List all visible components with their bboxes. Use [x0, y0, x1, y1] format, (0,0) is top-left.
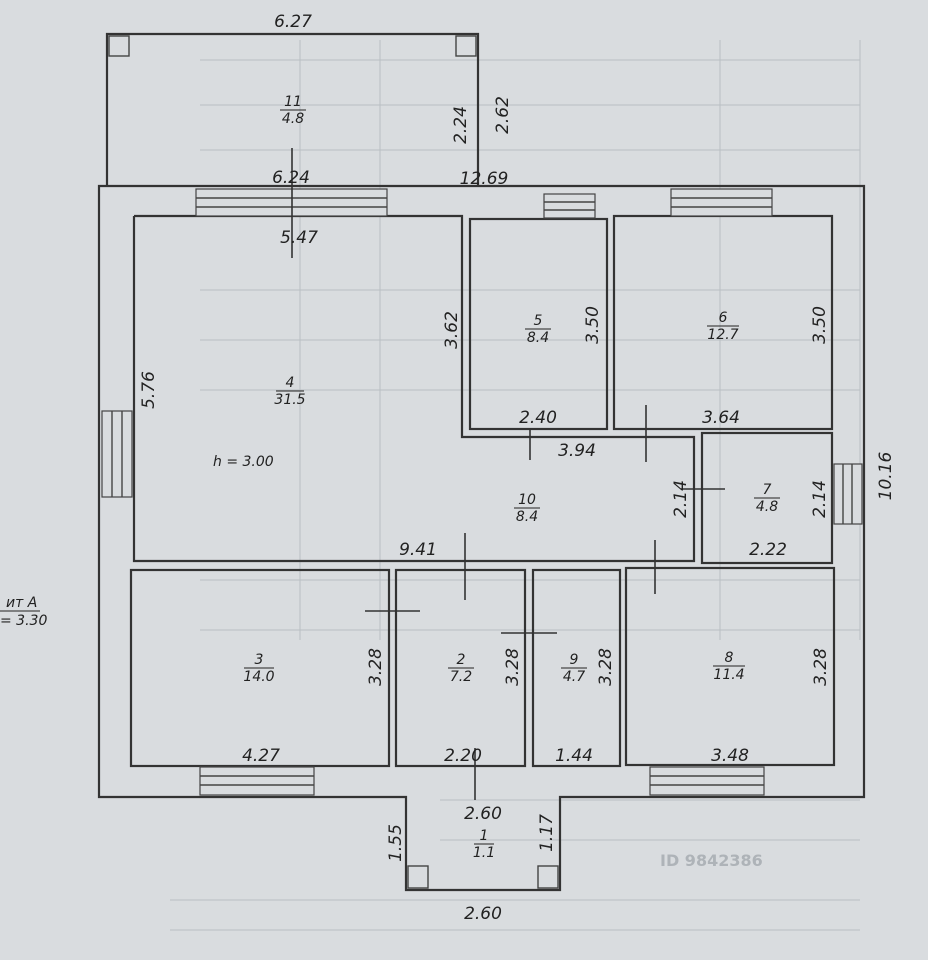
dim-room7-width: 2.22 — [749, 540, 787, 560]
dim-room4-depth: 5.76 — [139, 371, 159, 409]
dim-corridor-width: 3.94 — [558, 441, 596, 461]
svg-text:3: 3 — [255, 652, 264, 668]
dim-room7-height: 2.14 — [810, 480, 830, 518]
room-label-4: 4 31.5 — [274, 375, 305, 408]
room-label-6: 6 12.7 — [707, 310, 739, 343]
dim-top-porch-inner-depth: 2.24 — [451, 106, 471, 144]
room-4-and-corridor — [132, 214, 696, 563]
room-7-outline — [700, 431, 834, 565]
svg-text:8.4: 8.4 — [516, 509, 538, 525]
svg-text:12.7: 12.7 — [707, 327, 738, 343]
dim-corridor-height: 2.14 — [671, 480, 691, 518]
room-label-10: 10 8.4 — [514, 492, 540, 525]
svg-text:10: 10 — [518, 492, 536, 508]
dim-room3-depth: 3.28 — [366, 648, 386, 686]
dim-corridor-length: 9.41 — [399, 540, 437, 560]
dim-room4-width: 5.47 — [280, 228, 318, 248]
dim-top-porch-width: 6.27 — [274, 12, 312, 32]
dim-entry-width-bottom: 2.60 — [464, 904, 502, 924]
dim-entry-left: 1.55 — [386, 824, 406, 862]
window-top-right — [670, 188, 773, 217]
room-label-11: 11 4.8 — [280, 94, 306, 127]
dim-room8-width: 3.48 — [711, 746, 749, 766]
room-label-1: 1 1.1 — [473, 828, 495, 861]
room-label-2: 2 7.2 — [448, 652, 474, 685]
room-labels: 11 4.8 4 31.5 5 8.4 6 12.7 10 8.4 7 4.8 — [243, 94, 780, 861]
lit-height: = 3.30 — [0, 613, 47, 629]
dim-house-depth: 10.16 — [876, 451, 896, 500]
dim-room5-width: 2.40 — [519, 408, 557, 428]
window-top-middle — [543, 193, 596, 219]
svg-text:7.2: 7.2 — [450, 669, 472, 685]
svg-text:8: 8 — [725, 650, 734, 666]
svg-text:7: 7 — [763, 482, 772, 498]
lit-label: ит А — [6, 595, 37, 611]
svg-text:1: 1 — [480, 828, 489, 844]
room-label-8: 8 11.4 — [713, 650, 745, 683]
svg-text:5: 5 — [534, 313, 543, 329]
dim-room8-depth: 3.28 — [811, 648, 831, 686]
dim-room6-depth: 3.50 — [810, 306, 830, 344]
dim-entry-right: 1.17 — [537, 814, 557, 852]
svg-text:1.1: 1.1 — [473, 845, 495, 861]
dim-entry-width-top: 2.60 — [464, 804, 502, 824]
top-porch — [105, 32, 480, 186]
svg-text:4.8: 4.8 — [282, 111, 304, 127]
dim-room9-width: 1.44 — [555, 746, 593, 766]
svg-text:4.8: 4.8 — [756, 499, 778, 515]
room-8-outline — [624, 566, 836, 767]
dim-room2-width: 2.20 — [444, 746, 482, 766]
dim-house-width: 12.69 — [460, 169, 509, 189]
background-form-grid — [170, 40, 861, 931]
window-right — [833, 463, 863, 525]
room-2-outline — [394, 568, 527, 768]
dim-room9-depth: 3.28 — [596, 648, 616, 686]
dim-room2-depth: 3.28 — [503, 648, 523, 686]
door-marks — [291, 148, 725, 800]
dim-room6-width: 3.64 — [702, 408, 740, 428]
dim-top-porch-inner-width: 6.24 — [272, 168, 310, 188]
watermark-text: ID 9842386 — [660, 851, 763, 870]
dim-room5-depth: 3.50 — [583, 306, 603, 344]
entry-porch-corners — [407, 865, 559, 889]
svg-text:4.7: 4.7 — [563, 669, 585, 685]
window-bottom-right — [649, 766, 765, 796]
ceiling-height-note: h = 3.00 — [213, 454, 274, 470]
room-label-3: 3 14.0 — [243, 652, 274, 685]
room-label-9: 9 4.7 — [561, 652, 587, 685]
outer-walls — [97, 184, 866, 892]
dimension-labels: 6.27 6.24 2.24 2.62 12.69 10.16 5.47 5.7… — [139, 12, 896, 924]
svg-text:11.4: 11.4 — [713, 667, 744, 683]
dim-top-porch-depth: 2.62 — [493, 96, 513, 134]
room-label-5: 5 8.4 — [525, 313, 551, 346]
svg-text:2: 2 — [457, 652, 466, 668]
room-label-7: 7 4.8 — [754, 482, 780, 515]
svg-text:9: 9 — [570, 652, 579, 668]
svg-text:11: 11 — [284, 94, 302, 110]
window-bottom-left — [199, 766, 315, 796]
dim-room4-small: 3.62 — [442, 311, 462, 349]
svg-text:31.5: 31.5 — [274, 392, 305, 408]
svg-text:14.0: 14.0 — [243, 669, 274, 685]
room-3-outline — [129, 568, 391, 768]
dim-room3-width: 4.27 — [242, 746, 280, 766]
window-left — [101, 410, 133, 498]
room-9-outline — [531, 568, 622, 768]
svg-text:6: 6 — [719, 310, 728, 326]
room-5-outline — [468, 217, 609, 431]
lit-note: ит А = 3.30 — [0, 595, 47, 629]
svg-text:8.4: 8.4 — [527, 330, 549, 346]
svg-text:4: 4 — [286, 375, 295, 391]
